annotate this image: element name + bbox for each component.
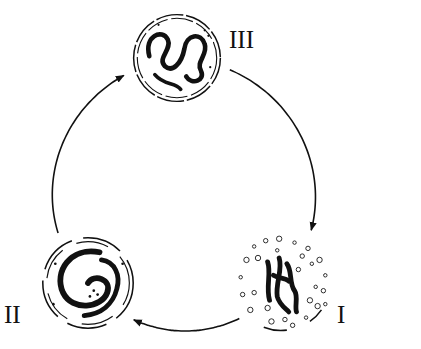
vesicle [263, 238, 267, 242]
cell-stage: III [129, 10, 225, 106]
vesicle [306, 246, 310, 250]
vesicle [310, 262, 313, 265]
vesicle [307, 298, 312, 303]
cell-stage: I [233, 233, 333, 333]
vesicle [265, 305, 270, 310]
chromosome [287, 264, 297, 312]
cell-illustration [38, 233, 138, 333]
granule [121, 262, 124, 265]
vesicle [324, 302, 327, 305]
granule [209, 66, 211, 68]
vesicle [317, 257, 322, 262]
vesicle [276, 236, 281, 241]
cell-illustration [129, 10, 225, 106]
vesicle [293, 241, 296, 244]
chromosome [273, 275, 288, 281]
granule [54, 262, 57, 265]
cycle-arrow [52, 75, 124, 233]
vesicle [324, 274, 327, 277]
vesicle [300, 254, 304, 258]
vesicle [296, 267, 300, 271]
granule [157, 24, 159, 26]
vesicle [321, 288, 325, 292]
chromatin [84, 260, 118, 316]
vesicle [283, 317, 287, 321]
vesicle [304, 316, 307, 319]
granule [207, 35, 209, 37]
envelope-fragment [264, 327, 287, 330]
nuclear-envelope [134, 15, 221, 102]
stage-numeral: III [229, 26, 254, 54]
granule [52, 303, 55, 306]
vesicle [239, 276, 242, 279]
envelope-fragment [47, 242, 130, 325]
vesicle [269, 319, 274, 324]
cycle-arrow [230, 70, 316, 230]
cell-illustration [233, 233, 333, 333]
stage-numeral: I [337, 301, 345, 329]
chromatin [155, 75, 181, 90]
vesicle [255, 255, 260, 260]
vesicle [252, 290, 256, 294]
envelope-fragment [310, 310, 322, 322]
vesicle [244, 257, 249, 262]
stage-numeral: II [4, 301, 21, 329]
vesicle [248, 307, 253, 312]
vesicle [315, 303, 320, 308]
granule [89, 295, 92, 298]
vesicle [240, 292, 244, 296]
vesicle [252, 245, 255, 248]
cell-stage: II [38, 233, 138, 333]
vesicle [276, 249, 279, 252]
nuclear-envelope [137, 18, 216, 97]
vesicle [314, 285, 317, 288]
envelope-fragment [43, 238, 133, 328]
vesicle [290, 323, 294, 327]
chromosome [268, 262, 270, 300]
granule [92, 289, 95, 292]
granule [204, 29, 206, 31]
granule [96, 293, 99, 296]
cycle-arrow [134, 318, 240, 331]
